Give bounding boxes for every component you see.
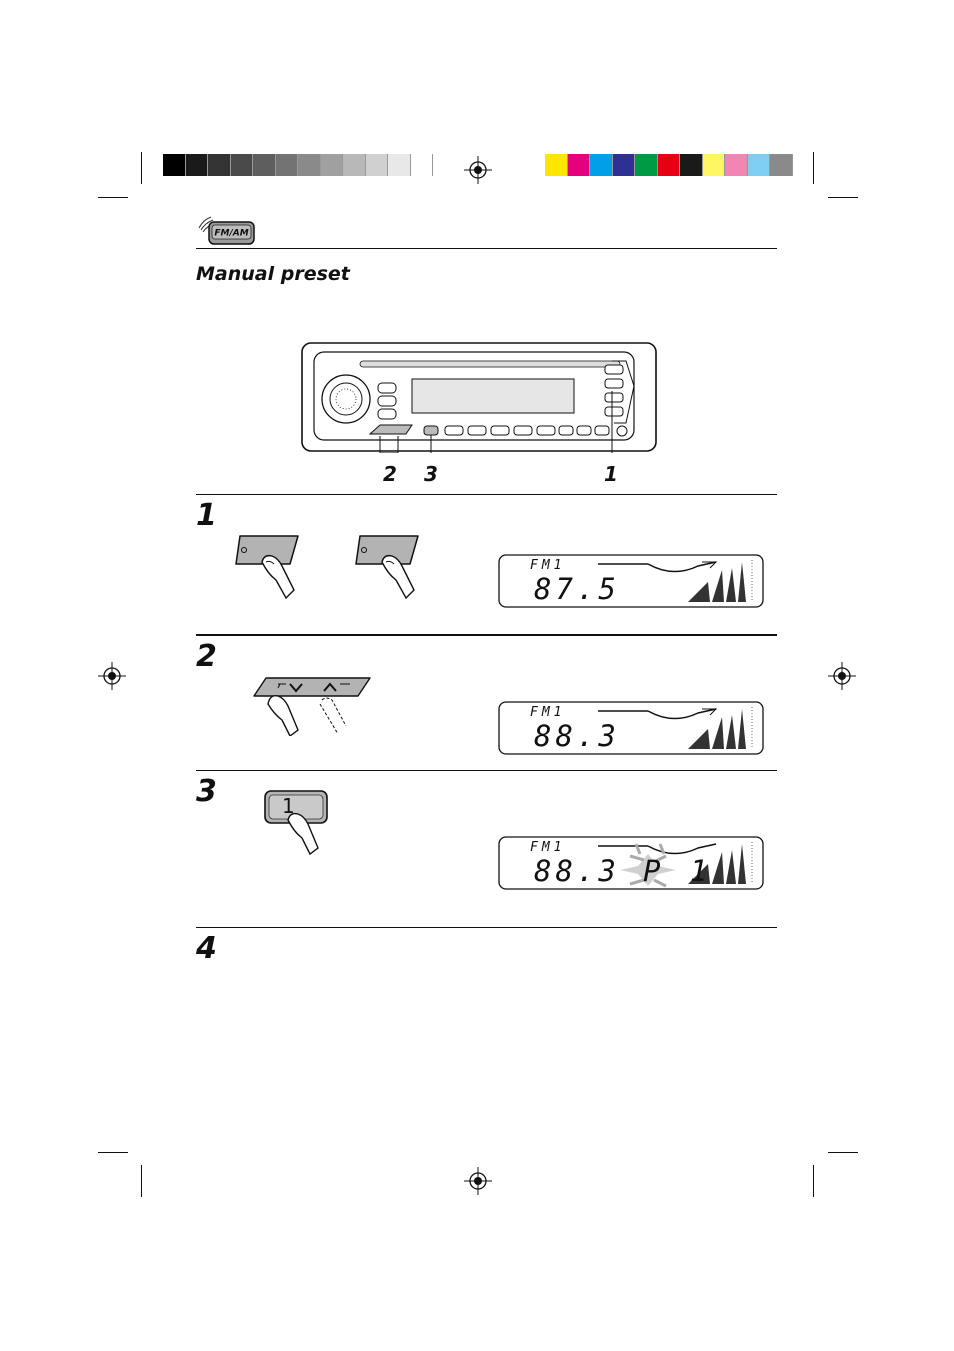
registration-mark-icon xyxy=(98,662,126,690)
car-stereo-front-panel xyxy=(301,342,657,453)
registration-mark-icon xyxy=(464,1167,492,1195)
calibration-swatch xyxy=(725,154,748,176)
lcd-band: FM1 xyxy=(530,558,566,573)
step-2-lcd-display: FM1 88.3 xyxy=(498,701,764,755)
calibration-swatch xyxy=(208,154,231,176)
step-1-number: 1 xyxy=(196,498,217,533)
step-3-number: 3 xyxy=(196,774,217,809)
registration-mark-icon xyxy=(464,156,492,184)
fm-am-badge-icon: FM/AM xyxy=(198,216,255,245)
lcd-frequency: 87.5 xyxy=(534,572,620,606)
step-1-rule xyxy=(196,494,777,495)
band-button-press-icon xyxy=(355,535,419,600)
calibration-swatch xyxy=(298,154,321,176)
calibration-swatch xyxy=(612,154,635,176)
calibration-swatch xyxy=(230,154,253,176)
registration-mark-icon xyxy=(828,662,856,690)
calibration-swatch xyxy=(567,154,590,176)
lcd-frequency: 88.3 xyxy=(534,854,620,888)
crop-mark xyxy=(828,1152,858,1153)
calibration-swatch xyxy=(185,154,208,176)
calibration-swatch xyxy=(320,154,343,176)
calibration-swatch xyxy=(770,154,793,176)
step-2-number: 2 xyxy=(196,639,217,674)
lcd-band: FM1 xyxy=(530,705,566,720)
callout-1: 1 xyxy=(604,462,618,486)
calibration-swatch xyxy=(410,154,433,176)
lcd-frame xyxy=(498,554,764,608)
crop-mark xyxy=(813,1165,814,1197)
preset-button-label: 1 xyxy=(282,794,295,818)
crop-mark xyxy=(141,152,142,184)
lcd-frequency: 88.3 xyxy=(534,719,620,753)
step-3-lcd-display: FM1 88.3 P 1 xyxy=(498,836,764,890)
crop-mark xyxy=(828,197,858,198)
calibration-swatch xyxy=(343,154,366,176)
lcd-frame xyxy=(498,836,764,890)
preset-button-press-icon xyxy=(264,790,328,856)
calibration-swatch xyxy=(365,154,388,176)
calibration-swatch xyxy=(590,154,613,176)
step-2-rule xyxy=(196,634,777,636)
calibration-swatch xyxy=(545,154,568,176)
band-button-press-icon xyxy=(235,535,299,600)
callout-2: 2 xyxy=(383,462,397,486)
calibration-swatch xyxy=(163,154,186,176)
lcd-frame xyxy=(498,701,764,755)
header-rule xyxy=(196,248,777,249)
calibration-swatch xyxy=(388,154,411,176)
calibration-swatch xyxy=(747,154,770,176)
step-3-rule xyxy=(196,770,777,771)
callout-3: 3 xyxy=(424,462,438,486)
crop-mark xyxy=(141,1165,142,1197)
tuning-button-press-icon xyxy=(253,677,371,736)
step-4-number: 4 xyxy=(196,931,217,966)
calibration-swatch xyxy=(253,154,276,176)
step-4-rule xyxy=(196,927,777,928)
step-1-lcd-display: FM1 87.5 xyxy=(498,554,764,608)
section-title: Manual preset xyxy=(196,263,350,285)
calibration-swatch xyxy=(702,154,725,176)
svg-text:FM/AM: FM/AM xyxy=(214,229,248,239)
crop-mark xyxy=(813,152,814,184)
crop-mark xyxy=(98,197,128,198)
grayscale-calibration-bar xyxy=(163,154,433,176)
lcd-preset-number: P 1 xyxy=(643,854,714,888)
color-calibration-bar xyxy=(545,154,793,176)
calibration-swatch xyxy=(275,154,298,176)
lcd-band: FM1 xyxy=(530,840,566,855)
calibration-swatch xyxy=(635,154,658,176)
calibration-swatch xyxy=(680,154,703,176)
calibration-swatch xyxy=(657,154,680,176)
crop-mark xyxy=(98,1152,128,1153)
